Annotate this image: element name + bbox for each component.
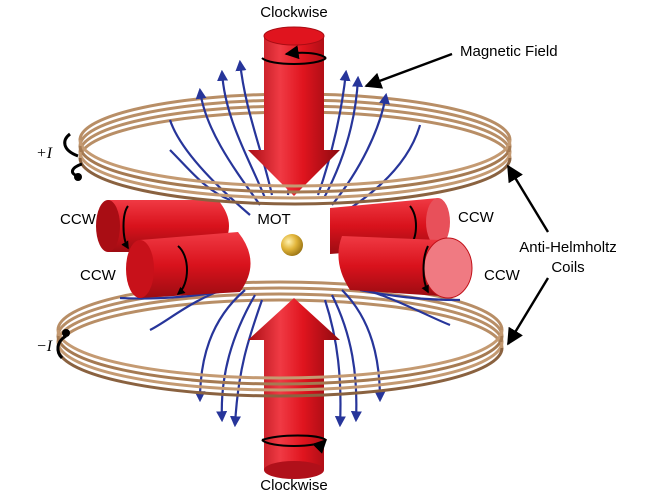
lower-coil-lead: [56, 329, 70, 360]
pointer-arrows: [364, 52, 550, 346]
mot-label: MOT: [257, 211, 290, 228]
magnetic-field-label: Magnetic Field: [460, 43, 558, 60]
ccw-upper-left-label: CCW: [60, 211, 97, 228]
bottom-beam-label: Clockwise: [260, 477, 328, 494]
ccw-upper-right-label: CCW: [458, 209, 495, 226]
ccw-lower-right-label: CCW: [484, 267, 521, 284]
beam-lower-right: [338, 236, 473, 299]
top-beam-rotation-arrow: [261, 45, 327, 65]
top-beam: [248, 26, 340, 196]
mot-atom-cloud: [281, 234, 303, 256]
coils-label-line1: Anti-Helmholtz: [519, 239, 617, 256]
bottom-beam-rotation-arrow: [261, 434, 327, 454]
current-plus-label: +I: [36, 145, 53, 162]
ccw-lower-left-label: CCW: [80, 267, 117, 284]
beam-lower-left: [126, 232, 251, 298]
top-beam-label: Clockwise: [260, 4, 328, 21]
upper-coil-front: [78, 139, 512, 206]
lower-coil-back: [56, 280, 504, 349]
upper-coil-lead: [63, 132, 83, 181]
lower-coil-front: [56, 329, 504, 398]
coils-label-line2: Coils: [551, 259, 584, 276]
current-minus-label: −I: [36, 338, 53, 355]
